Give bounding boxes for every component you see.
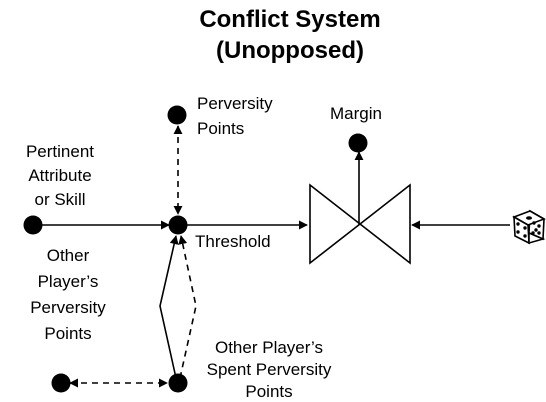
die-icon (512, 209, 546, 245)
perversity-points-label-2: Points (197, 119, 244, 138)
margin-label: Margin (330, 104, 382, 123)
node-other-players-perversity (51, 373, 71, 393)
node-spent-perversity (168, 373, 188, 393)
perversity-points-label-1: Perversity (197, 94, 273, 113)
other-players-spent-label-1: Other Player’s (215, 338, 323, 357)
title-line-2: (Unopposed) (216, 37, 364, 64)
node-pertinent (23, 215, 43, 235)
other-players-perversity-label-3: Perversity (30, 298, 106, 317)
other-players-perversity-label-4: Points (44, 324, 91, 343)
other-players-spent-label-3: Points (245, 382, 292, 401)
pertinent-label-2: Attribute (28, 166, 91, 185)
pertinent-label-3: or Skill (34, 190, 85, 209)
other-players-perversity-label-2: Player’s (38, 272, 99, 291)
title-line-1: Conflict System (199, 6, 380, 33)
node-center (168, 215, 188, 235)
threshold-valve-shape (309, 183, 411, 265)
edge-spent-to-center-dashed (178, 235, 197, 379)
pertinent-label-1: Pertinent (26, 142, 94, 161)
node-margin (348, 133, 368, 153)
threshold-label: Threshold (195, 232, 271, 251)
node-perversity-points (167, 105, 187, 125)
edge-spent-to-center-solid (159, 235, 179, 379)
other-players-spent-label-2: Spent Perversity (207, 360, 332, 379)
other-players-perversity-label-1: Other (47, 246, 90, 265)
